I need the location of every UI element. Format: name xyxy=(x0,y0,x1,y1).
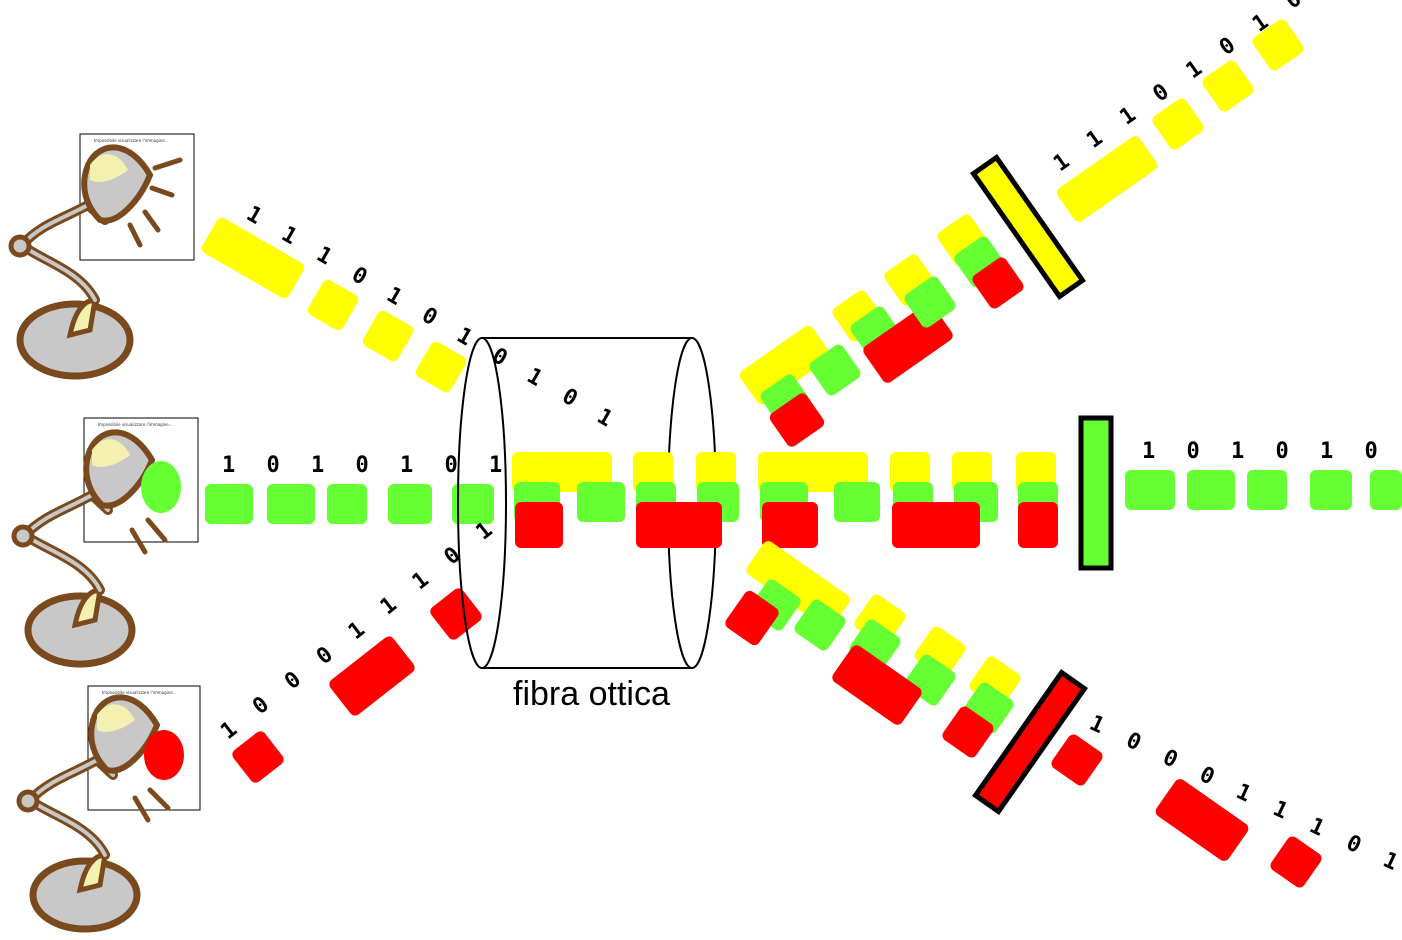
pulse xyxy=(1202,60,1254,112)
pulse xyxy=(725,590,779,646)
lamp-base-icon xyxy=(24,592,136,668)
output-green-train: 1 0 1 0 1 0 1 0 1 xyxy=(1125,439,1402,510)
pulse xyxy=(327,484,367,524)
pulse xyxy=(388,484,432,524)
pulse xyxy=(794,599,846,651)
pulse xyxy=(892,502,980,548)
bits-green-out: 1 0 1 0 1 0 1 0 1 xyxy=(1142,439,1402,464)
bits-red-out: 1 0 0 0 1 1 1 0 1 xyxy=(1085,711,1402,879)
pulse xyxy=(832,645,922,725)
pulse xyxy=(1252,19,1304,71)
pulse xyxy=(1270,836,1322,888)
pulse xyxy=(1187,470,1235,510)
pulse xyxy=(515,502,563,548)
pulse xyxy=(1370,470,1402,510)
pulse xyxy=(267,484,315,524)
pulse xyxy=(834,482,880,522)
pulse xyxy=(1125,470,1175,510)
pulse xyxy=(307,279,359,331)
yellow-filter xyxy=(970,154,1086,300)
fiber-end-front xyxy=(457,337,507,669)
input-yellow-train: 1 1 1 0 1 0 1 0 1 0 1 xyxy=(201,202,623,436)
branch-down-train xyxy=(725,541,1021,758)
broken-image-note: Impossibile visualizzare l'immagine... xyxy=(98,422,173,427)
pulse xyxy=(769,393,825,447)
pulse xyxy=(739,325,831,405)
pulse xyxy=(1056,136,1158,222)
pulse xyxy=(415,341,467,393)
pulse xyxy=(1152,98,1204,150)
red-light-spot xyxy=(144,730,184,780)
pulse xyxy=(201,217,305,299)
output-yellow-train: 1 1 1 0 1 0 1 0 1 0 1 xyxy=(1049,0,1402,222)
pulse xyxy=(762,502,818,548)
pulse xyxy=(329,636,415,716)
pulse xyxy=(1247,470,1287,510)
lamp-red: Impossibile visualizzare l'immagine... xyxy=(16,685,201,933)
pulse xyxy=(972,257,1024,309)
pulse xyxy=(1310,470,1352,510)
pulse xyxy=(205,484,253,524)
lamp-yellow: Impossibile visualizzare l'immagine... xyxy=(8,133,195,380)
red-filter xyxy=(972,669,1088,815)
pulse xyxy=(577,482,625,522)
fiber-multiplexed-train xyxy=(512,452,1058,548)
fiber-body xyxy=(482,337,692,669)
fiber-label: fibra ottica xyxy=(513,675,670,713)
pulse xyxy=(430,588,482,640)
pulse xyxy=(1155,779,1249,861)
pulse xyxy=(942,706,994,758)
pulse xyxy=(809,344,861,396)
pulse xyxy=(452,484,494,524)
bits-yellow-in: 1 1 1 0 1 0 1 0 1 0 1 xyxy=(242,202,623,436)
pulse xyxy=(362,310,414,362)
green-light-spot xyxy=(141,461,181,513)
pulse xyxy=(904,276,956,328)
lamp-base-icon xyxy=(29,857,141,933)
pulse xyxy=(636,502,722,548)
broken-image-note: Impossibile visualizzare l'immagine... xyxy=(94,138,169,143)
broken-image-note: Impossibile visualizzare l'immagine... xyxy=(102,690,177,695)
pulse xyxy=(1051,734,1103,786)
branch-up-train xyxy=(739,214,1024,447)
pulse xyxy=(232,731,284,783)
lamp-green: Impossibile visualizzare l'immagine... xyxy=(11,417,199,668)
output-red-train: 1 0 0 0 1 1 1 0 1 xyxy=(1051,711,1402,888)
pulse xyxy=(1018,502,1058,548)
green-filter xyxy=(1078,415,1114,571)
lamp-base-icon xyxy=(16,300,134,380)
